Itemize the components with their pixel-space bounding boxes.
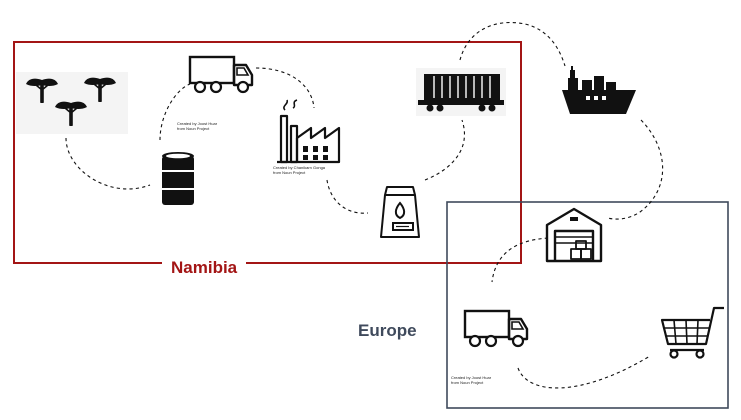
freight-train-icon [416,68,506,116]
flow-path [65,22,664,389]
cargo-ship-icon [562,66,636,114]
shopping-cart-icon [660,306,724,359]
acacia-trees-icon [16,72,128,134]
truck-icon [188,55,254,94]
europe-region-label: Europe [358,321,417,340]
warehouse-icon [545,207,603,263]
europe-region-box [446,201,729,409]
namibia-region-box [13,41,522,264]
truck-icon [463,309,529,348]
factory-icon [277,99,341,164]
namibia-region-label: Namibia [162,258,247,278]
fuel-bag-icon [380,186,420,238]
oil-barrel-icon [162,152,194,205]
